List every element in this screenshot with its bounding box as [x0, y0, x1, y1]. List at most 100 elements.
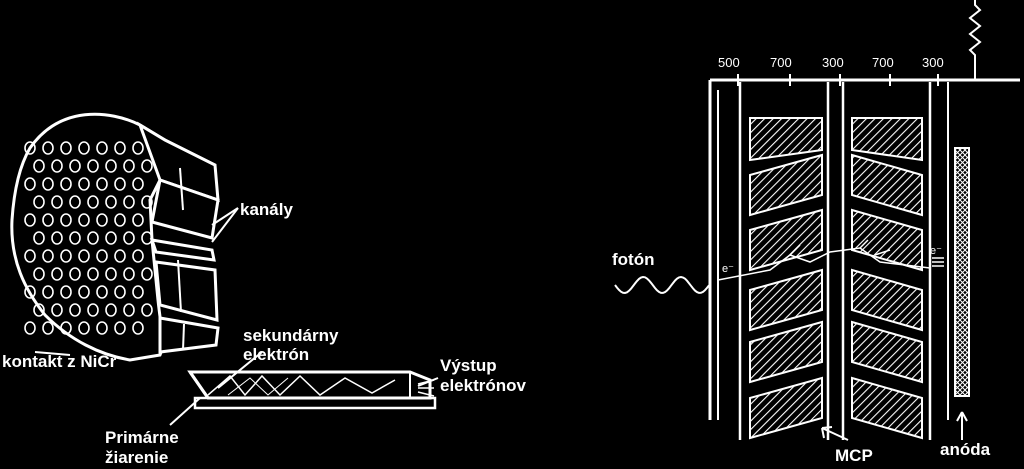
channel-hole: [60, 249, 72, 263]
electron-output-label-line1: Výstup: [440, 356, 497, 375]
voltage-label-1: 500: [718, 55, 740, 70]
channel-hole: [33, 231, 45, 245]
secondary-electron-label-line2: elektrón: [243, 345, 310, 364]
channel-hole: [51, 195, 63, 209]
channel-hole: [114, 141, 126, 155]
channel-hole: [24, 177, 36, 191]
channel-hole: [24, 321, 36, 335]
channel-hole: [78, 213, 90, 227]
channel-hole: [42, 177, 54, 191]
channel-hole: [51, 231, 63, 245]
channel-wall-segment: [851, 208, 923, 272]
channel-hole: [87, 159, 99, 173]
primary-radiation-label-line1: Primárne: [105, 428, 179, 447]
channel-hole: [69, 195, 81, 209]
voltage-label-5: 300: [922, 55, 944, 70]
channel-hole: [132, 177, 144, 191]
channel-hole: [42, 321, 54, 335]
right-leader-lines: [821, 411, 968, 441]
channel-hole: [105, 195, 117, 209]
channel-hole: [33, 267, 45, 281]
channel-hole: [69, 159, 81, 173]
channel-hole: [60, 177, 72, 191]
channel-hole: [141, 267, 153, 281]
channel-hole: [132, 249, 144, 263]
voltage-label-3: 300: [822, 55, 844, 70]
channel-hole: [105, 303, 117, 317]
left-leader-lines: [34, 207, 439, 426]
channel-hole: [87, 195, 99, 209]
channel-hole: [132, 285, 144, 299]
chevron-mcp-stack: [708, 0, 1020, 440]
channel-hole: [69, 267, 81, 281]
voltage-label-2: 700: [770, 55, 792, 70]
channel-hole: [24, 141, 36, 155]
channel-hole: [141, 231, 153, 245]
electron-output-label-line2: elektrónov: [440, 376, 526, 395]
channel-hole: [114, 213, 126, 227]
channel-hole: [96, 321, 108, 335]
electron-symbol-out: e⁻: [930, 245, 942, 257]
channel-hole: [78, 249, 90, 263]
channel-hole: [114, 321, 126, 335]
nicr-contact-label: kontakt z NiCr: [2, 352, 117, 371]
channel-hole: [60, 285, 72, 299]
channel-hole: [87, 303, 99, 317]
channel-hole: [78, 177, 90, 191]
channel-hole: [141, 195, 153, 209]
channel-hole: [114, 249, 126, 263]
channel-hole: [132, 321, 144, 335]
channel-hole: [105, 231, 117, 245]
channel-hole: [78, 141, 90, 155]
channel-hole: [42, 285, 54, 299]
channel-hole: [87, 267, 99, 281]
channel-hole: [24, 213, 36, 227]
channel-wall-segment: [749, 268, 823, 332]
channel-hole: [33, 303, 45, 317]
channel-hole: [78, 321, 90, 335]
channel-hole: [60, 141, 72, 155]
voltage-label-4: 700: [872, 55, 894, 70]
electron-cascade: [717, 239, 944, 281]
channel-hole: [96, 177, 108, 191]
mcp-disk-illustration: [10, 112, 220, 362]
channel-hole: [123, 267, 135, 281]
channel-hole: [51, 159, 63, 173]
channel-hole: [123, 231, 135, 245]
channel-wall-segment: [749, 208, 823, 272]
channel-hole: [87, 231, 99, 245]
channel-hole: [33, 159, 45, 173]
channel-wall-segment: [851, 376, 923, 440]
channel-hole: [96, 213, 108, 227]
channel-wall-segment: [749, 376, 823, 440]
channel-hole: [114, 177, 126, 191]
channel-wall-segment: [851, 153, 923, 217]
channel-hole: [105, 267, 117, 281]
channel-hole: [96, 141, 108, 155]
channel-hole: [96, 249, 108, 263]
channel-hole: [114, 285, 126, 299]
channel-hole: [33, 195, 45, 209]
channel-hole: [105, 159, 117, 173]
channel-hole: [60, 321, 72, 335]
channel-wall-segment: [749, 320, 823, 384]
channel-hole: [24, 249, 36, 263]
channel-hole: [78, 285, 90, 299]
channel-wall-segment: [851, 268, 923, 332]
channel-hole: [42, 249, 54, 263]
channel-hole: [51, 303, 63, 317]
primary-radiation-label-line2: žiarenie: [105, 448, 169, 467]
mcp-channel-walls: [749, 117, 923, 440]
channel-hole: [132, 213, 144, 227]
channel-hole: [123, 303, 135, 317]
single-channel-schematic: [187, 370, 437, 410]
channel-wall-segment: [851, 320, 923, 384]
channel-hole: [42, 141, 54, 155]
channel-hole: [141, 159, 153, 173]
photon-wave: [614, 275, 710, 295]
mcp-label: MCP: [835, 446, 873, 465]
channel-wall-segment: [851, 117, 923, 162]
channel-holes: [24, 141, 153, 335]
channel-hole: [51, 267, 63, 281]
